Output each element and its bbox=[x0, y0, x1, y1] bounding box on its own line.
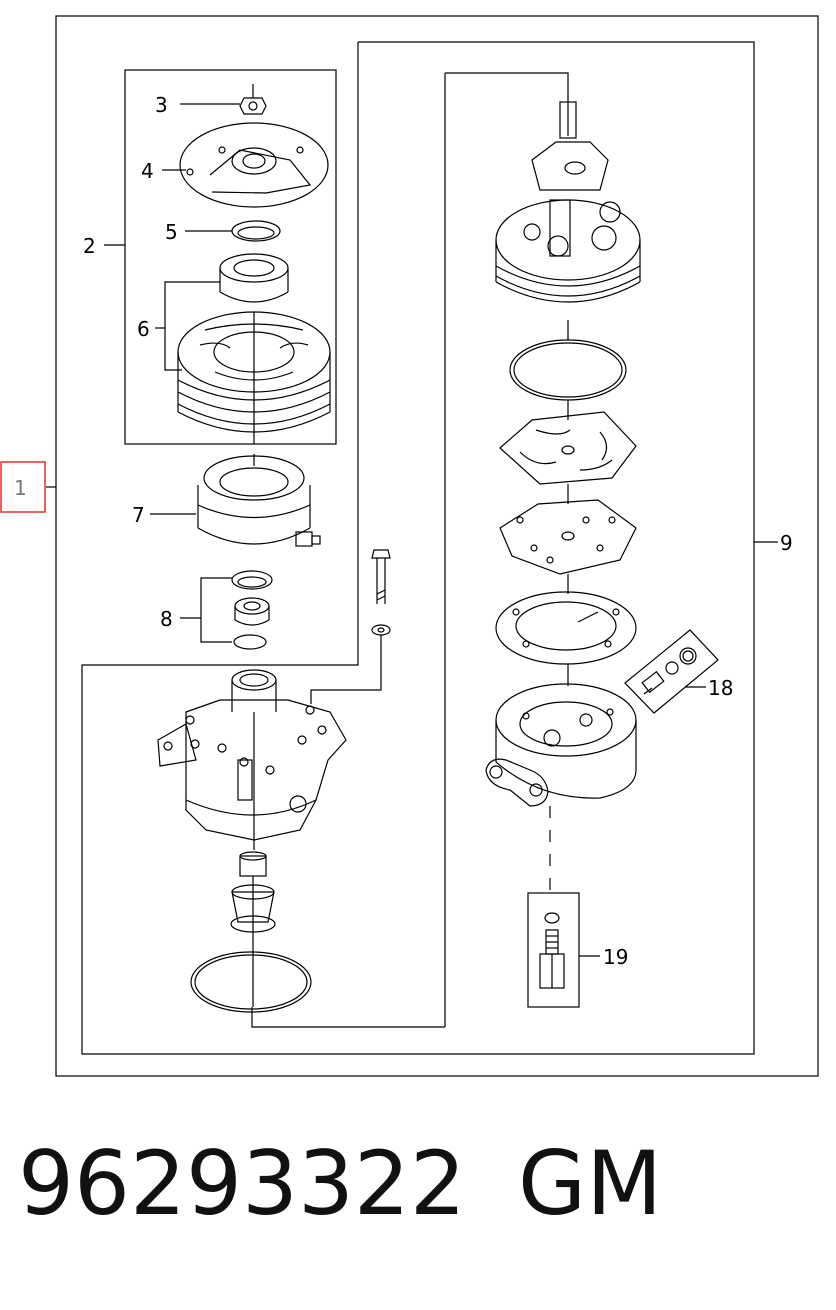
callout-6[interactable]: 6 bbox=[137, 317, 150, 341]
callout-3[interactable]: 3 bbox=[155, 93, 168, 117]
fitting-group-frame bbox=[624, 629, 719, 714]
callout-1-highlight[interactable] bbox=[0, 461, 46, 513]
callout-7[interactable]: 7 bbox=[132, 503, 145, 527]
assembly-frame bbox=[55, 15, 819, 1077]
callout-1[interactable]: 1 bbox=[14, 476, 27, 500]
exploded-parts-diagram: 1 2 3 4 5 6 7 8 9 18 19 bbox=[0, 15, 819, 1077]
valve-group-frame bbox=[527, 892, 580, 1008]
callout-4[interactable]: 4 bbox=[141, 159, 154, 183]
internal-group-frame bbox=[445, 72, 569, 95]
compressor-group-frame bbox=[81, 41, 755, 1055]
brand-name: GM bbox=[518, 1132, 663, 1235]
callout-8[interactable]: 8 bbox=[160, 607, 173, 631]
callout-2[interactable]: 2 bbox=[83, 234, 96, 258]
callout-5[interactable]: 5 bbox=[165, 220, 178, 244]
clutch-group-frame bbox=[124, 69, 337, 445]
callout-9[interactable]: 9 bbox=[780, 531, 793, 555]
part-number: 96293322 bbox=[18, 1132, 466, 1235]
callout-18[interactable]: 18 bbox=[708, 676, 733, 700]
callout-19[interactable]: 19 bbox=[603, 945, 628, 969]
